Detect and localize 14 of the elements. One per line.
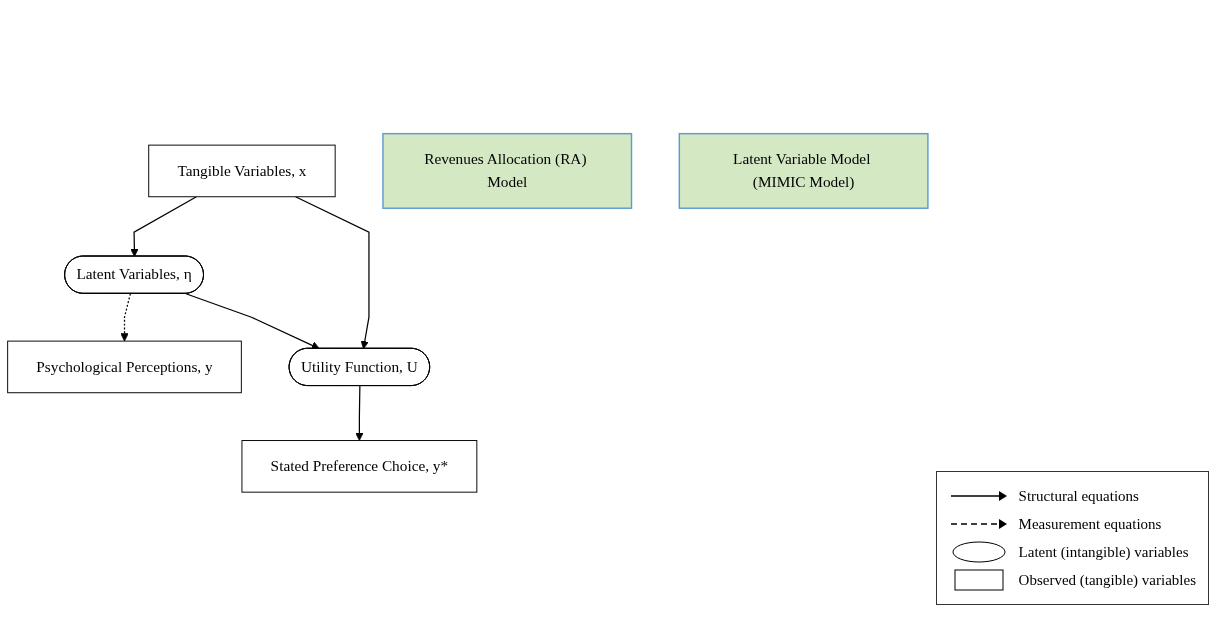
node-box: Tangible Variables, x bbox=[148, 144, 336, 197]
node-box: Revenues Allocation (RA) Model bbox=[382, 132, 633, 209]
arrow bbox=[185, 292, 320, 349]
arrow bbox=[120, 292, 131, 342]
arrow bbox=[130, 195, 198, 257]
arrow bbox=[355, 385, 364, 441]
legend-text: Latent (intangible) variables bbox=[1018, 543, 1189, 561]
legend-text: Structural equations bbox=[1018, 487, 1139, 505]
node-box: Latent Variable Model (MIMIC Model) bbox=[678, 132, 929, 209]
legend-text: Measurement equations bbox=[1018, 515, 1162, 533]
arrow bbox=[294, 195, 370, 349]
node-box: Stated Preference Choice, y* bbox=[241, 439, 478, 493]
legend-text: Observed (tangible) variables bbox=[1018, 571, 1196, 589]
node-box: Psychological Perceptions, y bbox=[7, 340, 242, 393]
